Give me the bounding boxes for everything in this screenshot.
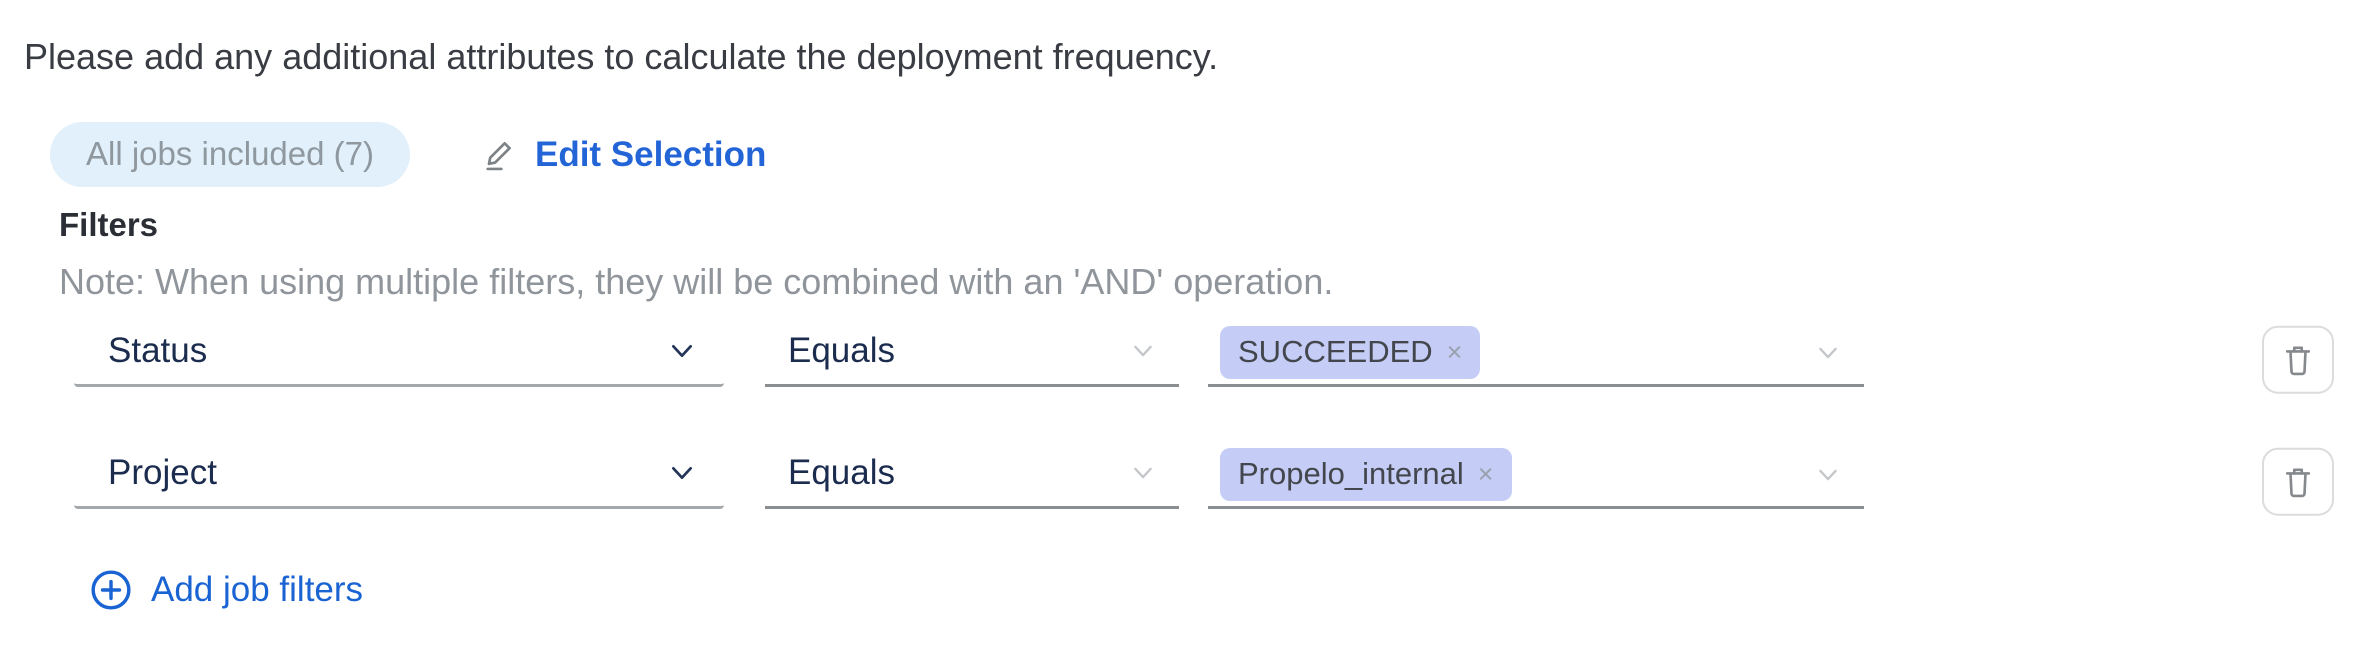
delete-filter-button[interactable] (2262, 325, 2334, 394)
jobs-included-badge: All jobs included (7) (50, 122, 410, 187)
add-job-filters-button[interactable]: Add job filters (88, 567, 363, 613)
operator-select-value: Equals (788, 452, 896, 492)
edit-selection-label[interactable]: Edit Selection (534, 134, 767, 174)
close-icon[interactable]: × (1446, 336, 1463, 367)
value-select[interactable]: SUCCEEDED × (1208, 326, 1864, 387)
operator-select[interactable]: Equals (765, 449, 1179, 509)
jobs-selection-row: All jobs included (7) Edit Selection (50, 122, 2376, 187)
attribute-select[interactable]: Project (74, 449, 724, 509)
pencil-icon[interactable] (482, 136, 520, 174)
filters-heading: Filters (59, 206, 159, 243)
operator-select[interactable]: Equals (765, 327, 1179, 387)
value-select[interactable]: Propelo_internal × (1208, 448, 1864, 509)
value-tag-label: SUCCEEDED (1238, 334, 1433, 369)
trash-icon[interactable] (2281, 342, 2315, 378)
value-tag[interactable]: Propelo_internal × (1220, 448, 1512, 501)
instruction-text: Please add any additional attributes to … (24, 36, 1219, 77)
chevron-down-icon[interactable] (1129, 459, 1157, 487)
filters-note: Note: When using multiple filters, they … (59, 261, 1334, 302)
filter-row: Project Equals Propelo_internal × (0, 447, 2376, 516)
filter-row: Status Equals SUCCEEDED × (0, 325, 2376, 394)
chevron-down-icon[interactable] (666, 457, 698, 489)
chevron-down-icon[interactable] (666, 335, 698, 367)
value-tag[interactable]: SUCCEEDED × (1220, 326, 1481, 379)
plus-circle-icon[interactable] (88, 567, 134, 613)
chevron-down-icon[interactable] (1814, 339, 1842, 367)
deployment-frequency-config-panel: Please add any additional attributes to … (0, 36, 2376, 654)
trash-icon[interactable] (2281, 464, 2315, 500)
chevron-down-icon[interactable] (1129, 337, 1157, 365)
operator-select-value: Equals (788, 330, 896, 370)
add-job-filters-label[interactable]: Add job filters (151, 570, 364, 609)
close-icon[interactable]: × (1477, 458, 1494, 489)
attribute-select-value: Status (108, 330, 208, 370)
chevron-down-icon[interactable] (1814, 461, 1842, 489)
edit-selection-button[interactable]: Edit Selection (482, 135, 766, 175)
attribute-select[interactable]: Status (74, 327, 724, 387)
delete-filter-button[interactable] (2262, 447, 2334, 516)
value-tag-label: Propelo_internal (1238, 456, 1464, 491)
attribute-select-value: Project (108, 452, 217, 492)
